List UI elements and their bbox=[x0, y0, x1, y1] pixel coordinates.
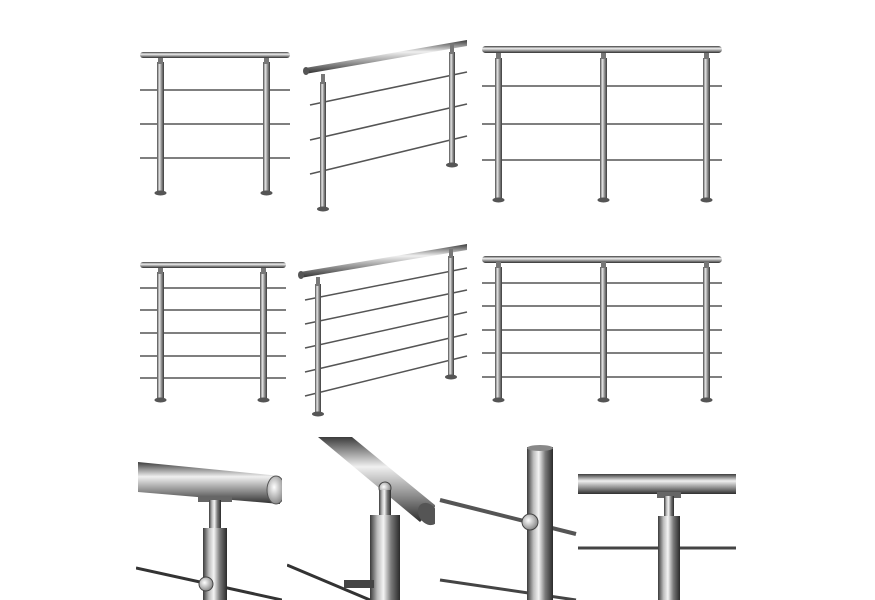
handrail bbox=[138, 462, 280, 504]
detail-handrail-end bbox=[578, 474, 736, 600]
cable-holder bbox=[521, 513, 539, 531]
handrail bbox=[140, 262, 286, 268]
railing-straight-2post-3cable bbox=[140, 52, 290, 196]
cables bbox=[309, 71, 468, 175]
base-plate bbox=[154, 190, 167, 196]
railing-straight-2post-5cable bbox=[140, 262, 286, 403]
post bbox=[315, 284, 321, 414]
post bbox=[600, 58, 607, 200]
handrail bbox=[140, 52, 290, 58]
post bbox=[600, 267, 607, 399]
post bbox=[449, 52, 455, 164]
detail-angled-joint bbox=[287, 437, 435, 600]
post bbox=[703, 58, 710, 200]
detail-handrail-saddle bbox=[136, 462, 282, 600]
post bbox=[658, 516, 680, 600]
post bbox=[263, 62, 270, 192]
post bbox=[370, 515, 400, 600]
railing-straight-3post-3cable bbox=[482, 46, 722, 203]
cables bbox=[304, 267, 468, 397]
base-plate bbox=[260, 190, 273, 196]
handrail bbox=[318, 437, 435, 522]
handrail bbox=[305, 40, 467, 74]
post bbox=[157, 62, 164, 192]
handrail bbox=[482, 256, 722, 263]
railing-straight-3post-5cable bbox=[482, 256, 722, 403]
cable bbox=[439, 498, 577, 536]
post bbox=[703, 267, 710, 399]
railing-stair-2post-5cable bbox=[298, 244, 468, 417]
post bbox=[448, 256, 454, 376]
handrail bbox=[482, 46, 722, 53]
railing-stair-2post-3cable bbox=[303, 40, 468, 212]
detail-cable-through-post bbox=[439, 445, 577, 600]
post bbox=[320, 82, 326, 208]
handrail bbox=[300, 244, 467, 278]
end-cap bbox=[266, 475, 282, 505]
saddle bbox=[198, 496, 232, 502]
handrail bbox=[578, 474, 736, 494]
post bbox=[260, 272, 267, 399]
post bbox=[495, 267, 502, 399]
cable-holder bbox=[198, 576, 214, 592]
post bbox=[157, 272, 164, 399]
post bbox=[495, 58, 502, 200]
